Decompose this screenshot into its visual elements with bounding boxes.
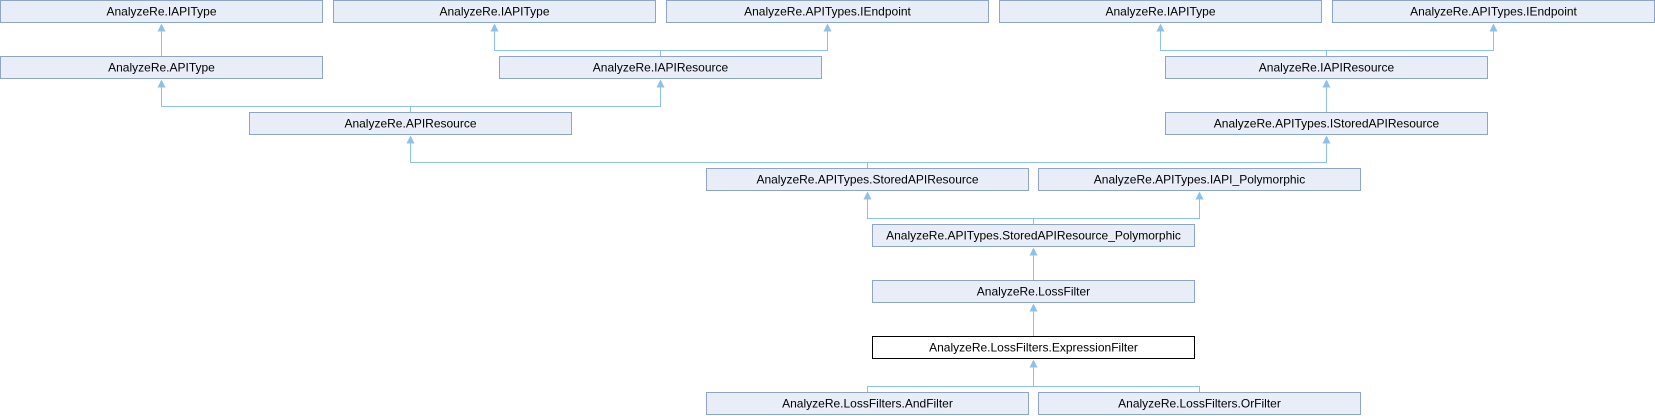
class-node-iendpoint-b[interactable]: AnalyzeRe.APITypes.IEndpoint [1332, 0, 1655, 23]
class-box [499, 56, 822, 79]
class-label: AnalyzeRe.APIResource [344, 117, 476, 131]
class-box [872, 224, 1195, 247]
class-node-apiresource[interactable]: AnalyzeRe.APIResource [249, 112, 572, 135]
class-box [1165, 112, 1488, 135]
class-node-iapiresource-a[interactable]: AnalyzeRe.IAPIResource [499, 56, 822, 79]
class-label: AnalyzeRe.APIType [108, 61, 215, 75]
class-label: AnalyzeRe.LossFilter [977, 285, 1090, 299]
arrowhead-storedapiresource_polymorphic [1029, 247, 1038, 256]
class-node-iapitype-b[interactable]: AnalyzeRe.IAPIType [333, 0, 656, 23]
edge-storedapiresource_polymorphic-to-iapi_polymorphic [1033, 198, 1200, 225]
class-label: AnalyzeRe.APITypes.IEndpoint [1410, 5, 1577, 19]
class-node-storedapiresource[interactable]: AnalyzeRe.APITypes.StoredAPIResource [706, 168, 1029, 191]
class-label: AnalyzeRe.APITypes.StoredAPIResource_Pol… [886, 229, 1181, 243]
arrowhead-iapitype_b [490, 23, 499, 32]
class-node-lossfilter[interactable]: AnalyzeRe.LossFilter [872, 280, 1195, 303]
class-label: AnalyzeRe.IAPIType [439, 5, 549, 19]
arrowhead-expressionfilter [1029, 359, 1038, 368]
class-box [706, 392, 1029, 415]
class-node-iapitype-a[interactable]: AnalyzeRe.IAPIType [0, 0, 323, 23]
class-box [872, 280, 1195, 303]
class-node-storedapiresource-polymorphic[interactable]: AnalyzeRe.APITypes.StoredAPIResource_Pol… [872, 224, 1195, 247]
class-label: AnalyzeRe.IAPIResource [593, 61, 729, 75]
class-box [0, 56, 323, 79]
class-box [0, 0, 323, 23]
arrowhead-iapiresource_a [656, 79, 665, 88]
edge-iapiresource_b-to-iapitype_c [1160, 30, 1327, 57]
class-label: AnalyzeRe.LossFilters.ExpressionFilter [929, 341, 1138, 355]
arrowhead-iapitype_a [157, 23, 166, 32]
class-box [1165, 56, 1488, 79]
class-box [333, 0, 656, 23]
edge-storedapiresource_polymorphic-to-storedapiresource [867, 198, 1034, 225]
class-label: AnalyzeRe.LossFilters.OrFilter [1118, 397, 1281, 411]
edge-apiresource-to-apitype [161, 86, 411, 113]
edge-apiresource-to-iapiresource_a [410, 86, 661, 113]
class-label: AnalyzeRe.IAPIType [106, 5, 216, 19]
edge-storedapiresource-to-istoredapiresource [867, 142, 1327, 169]
class-label: AnalyzeRe.IAPIType [1105, 5, 1215, 19]
class-node-istoredapiresource[interactable]: AnalyzeRe.APITypes.IStoredAPIResource [1165, 112, 1488, 135]
class-label: AnalyzeRe.IAPIResource [1259, 61, 1395, 75]
class-node-expressionfilter[interactable]: AnalyzeRe.LossFilters.ExpressionFilter [872, 336, 1195, 359]
class-box [1038, 392, 1361, 415]
edge-andfilter-to-expressionfilter [867, 366, 1034, 393]
edge-iapiresource_a-to-iendpoint_a [660, 30, 828, 57]
edge-storedapiresource-to-apiresource [410, 142, 868, 169]
edges-layer [157, 23, 1498, 393]
class-box [1038, 168, 1361, 191]
class-label: AnalyzeRe.APITypes.StoredAPIResource [756, 173, 978, 187]
class-node-apitype[interactable]: AnalyzeRe.APIType [0, 56, 323, 79]
arrowhead-iendpoint_a [823, 23, 832, 32]
class-label: AnalyzeRe.APITypes.IStoredAPIResource [1214, 117, 1440, 131]
class-node-iapitype-c[interactable]: AnalyzeRe.IAPIType [999, 0, 1322, 23]
class-node-andfilter[interactable]: AnalyzeRe.LossFilters.AndFilter [706, 392, 1029, 415]
arrowhead-iapitype_c [1156, 23, 1165, 32]
class-node-iendpoint-a[interactable]: AnalyzeRe.APITypes.IEndpoint [666, 0, 989, 23]
edge-iapiresource_a-to-iapitype_b [494, 30, 661, 57]
class-box [249, 112, 572, 135]
class-box [706, 168, 1029, 191]
arrowhead-storedapiresource [863, 191, 872, 200]
edge-orfilter-to-expressionfilter [1033, 366, 1200, 393]
class-box [872, 336, 1195, 359]
class-node-iapi-polymorphic[interactable]: AnalyzeRe.APITypes.IAPI_Polymorphic [1038, 168, 1361, 191]
class-box [666, 0, 989, 23]
arrowhead-apitype [157, 79, 166, 88]
arrowhead-lossfilter [1029, 303, 1038, 312]
class-label: AnalyzeRe.APITypes.IAPI_Polymorphic [1094, 173, 1305, 187]
arrowhead-iendpoint_b [1489, 23, 1498, 32]
arrowhead-apiresource [406, 135, 415, 144]
class-node-iapiresource-b[interactable]: AnalyzeRe.IAPIResource [1165, 56, 1488, 79]
arrowhead-istoredapiresource [1322, 135, 1331, 144]
class-box [999, 0, 1322, 23]
class-label: AnalyzeRe.APITypes.IEndpoint [744, 5, 911, 19]
class-label: AnalyzeRe.LossFilters.AndFilter [782, 397, 953, 411]
class-node-orfilter[interactable]: AnalyzeRe.LossFilters.OrFilter [1038, 392, 1361, 415]
edge-iapiresource_b-to-iendpoint_b [1326, 30, 1494, 57]
arrowhead-iapiresource_b [1322, 79, 1331, 88]
arrowhead-iapi_polymorphic [1195, 191, 1204, 200]
